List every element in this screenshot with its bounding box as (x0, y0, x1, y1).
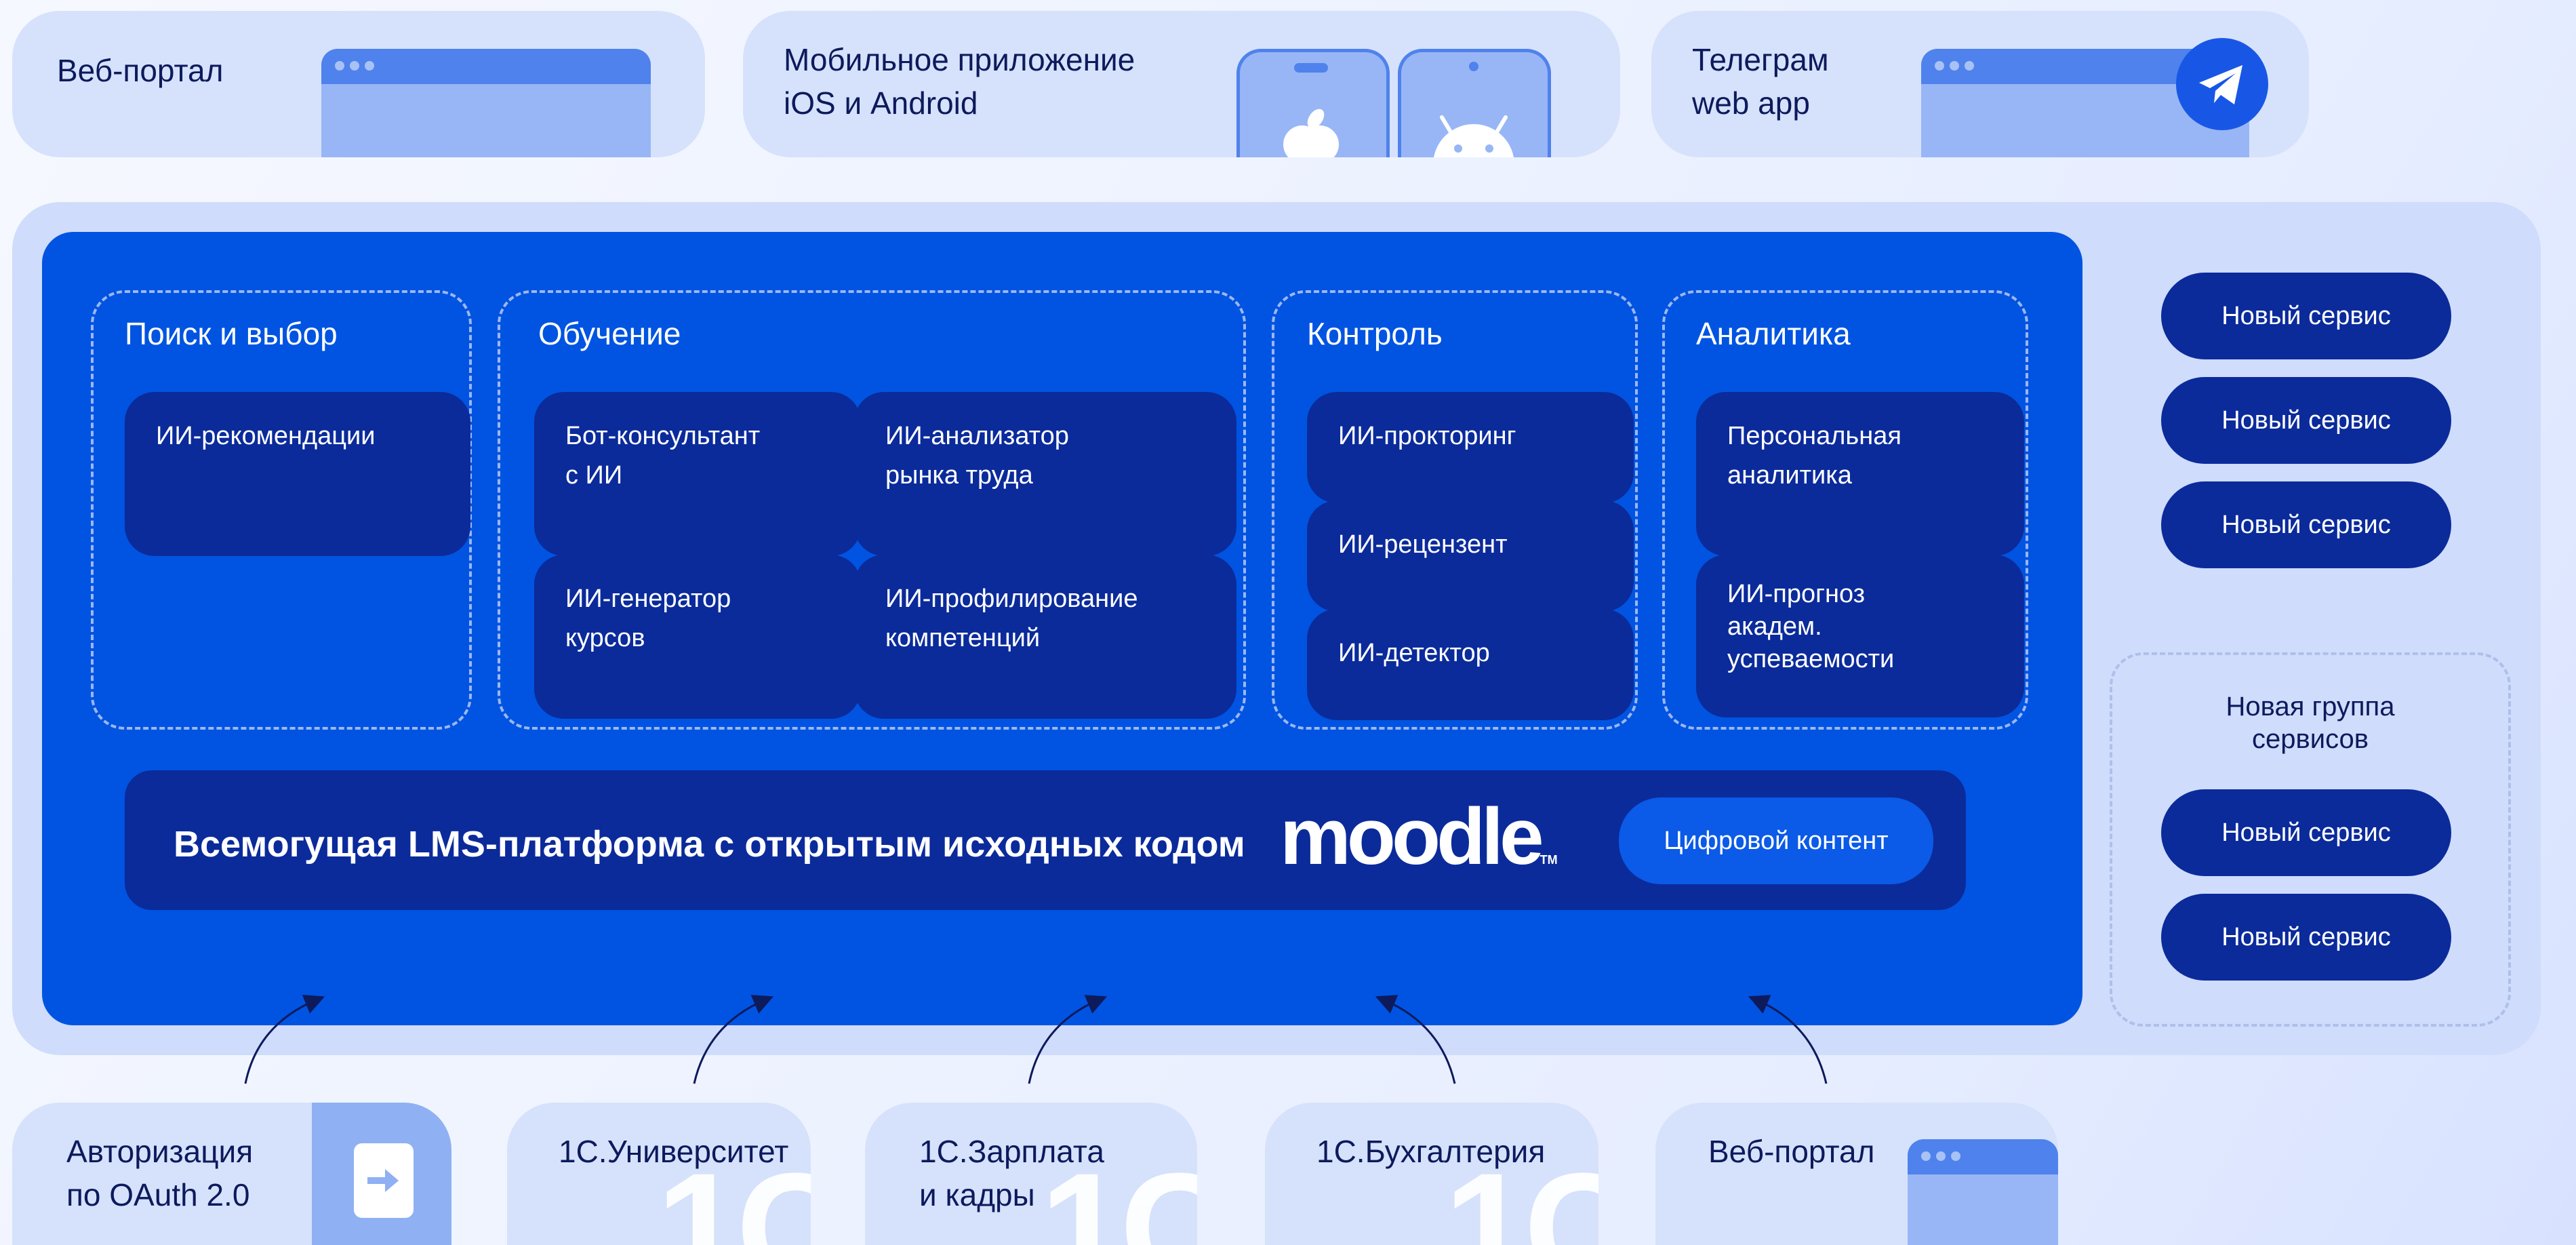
moodle-logo-text: moodle (1280, 792, 1544, 882)
integration-label: Авторизация по OAuth 2.0 (66, 1134, 254, 1212)
service-bot-consultant: Бот-консультант с ИИ (534, 392, 861, 556)
android-phone-icon (1398, 49, 1551, 157)
new-service: Новый сервис (2161, 894, 2451, 981)
new-group-title: Новая группа сервисов (2226, 692, 2395, 754)
apple-logo-icon (1283, 108, 1339, 157)
new-service: Новый сервис (2161, 481, 2451, 568)
integration-1c-university: 1С 1С.Университет (507, 1103, 811, 1245)
service-personal-analytics: Персональная аналитика (1696, 392, 2024, 556)
arrow-1c-salary (1028, 995, 1108, 1084)
integration-1c-salary: 1С 1С.Зарплата и кадры (865, 1103, 1197, 1245)
group-learning (498, 290, 1246, 730)
channel-label: Мобильное приложение iOS и Android (784, 42, 1135, 121)
1c-logo: 1С (1444, 1141, 1598, 1245)
group-title: Обучение (538, 316, 681, 351)
group-title: Контроль (1307, 316, 1443, 351)
browser-window-icon (321, 49, 651, 157)
channel-web-portal: Веб-портал (12, 11, 705, 157)
service-detector: ИИ-детектор (1307, 609, 1634, 720)
service-proctoring: ИИ-прокторинг (1307, 392, 1634, 503)
integration-label: 1С.Университет (559, 1134, 789, 1169)
service-ai-recommendations: ИИ-рекомендации (125, 392, 470, 556)
arrow-1c-university (693, 995, 774, 1084)
service-competency-profiling: ИИ-профилирование компетенций (854, 555, 1236, 719)
group-analytics (1662, 290, 2028, 730)
integration-oauth: Авторизация по OAuth 2.0 (12, 1103, 451, 1245)
integration-label: 1С.Зарплата и кадры (919, 1134, 1104, 1212)
arrow-1c-accounting (1375, 995, 1456, 1084)
1c-logo: 1С (656, 1141, 811, 1245)
group-search (91, 290, 472, 730)
service-course-generator: ИИ-генератор курсов (534, 555, 861, 719)
browser-window-icon (1908, 1139, 2058, 1245)
integration-web-portal: Веб-портал (1655, 1103, 2058, 1245)
telegram-icon (2176, 38, 2268, 130)
channel-label: Телеграм web app (1692, 42, 1829, 121)
channel-label: Веб-портал (57, 53, 224, 88)
new-service: Новый сервис (2161, 273, 2451, 359)
arrow-auth (244, 994, 325, 1084)
service-reviewer: ИИ-рецензент (1307, 500, 1634, 612)
channel-mobile-app: Мобильное приложение iOS и Android (743, 11, 1620, 157)
new-service-group (2110, 652, 2511, 1027)
moodle-tm: TM (1539, 853, 1558, 867)
arrow-web-portal (1748, 995, 1828, 1084)
channel-telegram: Телеграм web app (1651, 11, 2309, 157)
service-performance-forecast: ИИ-прогноз академ. успеваемости (1696, 555, 2024, 717)
login-icon (312, 1103, 451, 1245)
digital-content-badge: Цифровой контент (1619, 797, 1933, 884)
new-service: Новый сервис (2161, 789, 2451, 876)
service-labor-market-analyzer: ИИ-анализатор рынка труда (854, 392, 1236, 556)
apple-phone-icon (1236, 49, 1390, 157)
android-logo-icon (1434, 115, 1514, 157)
integration-label: 1С.Бухгалтерия (1316, 1134, 1546, 1169)
group-title: Поиск и выбор (125, 316, 338, 351)
lms-title: Всемогущая LMS-платформа с открытым исхо… (174, 824, 1245, 865)
1c-logo: 1С (1040, 1141, 1197, 1245)
new-service: Новый сервис (2161, 377, 2451, 464)
integration-1c-accounting: 1С 1С.Бухгалтерия (1265, 1103, 1598, 1245)
integration-label: Веб-портал (1708, 1134, 1875, 1169)
moodle-logo: moodleTM (1280, 796, 1558, 901)
group-control (1272, 290, 1638, 730)
group-title: Аналитика (1696, 316, 1851, 351)
